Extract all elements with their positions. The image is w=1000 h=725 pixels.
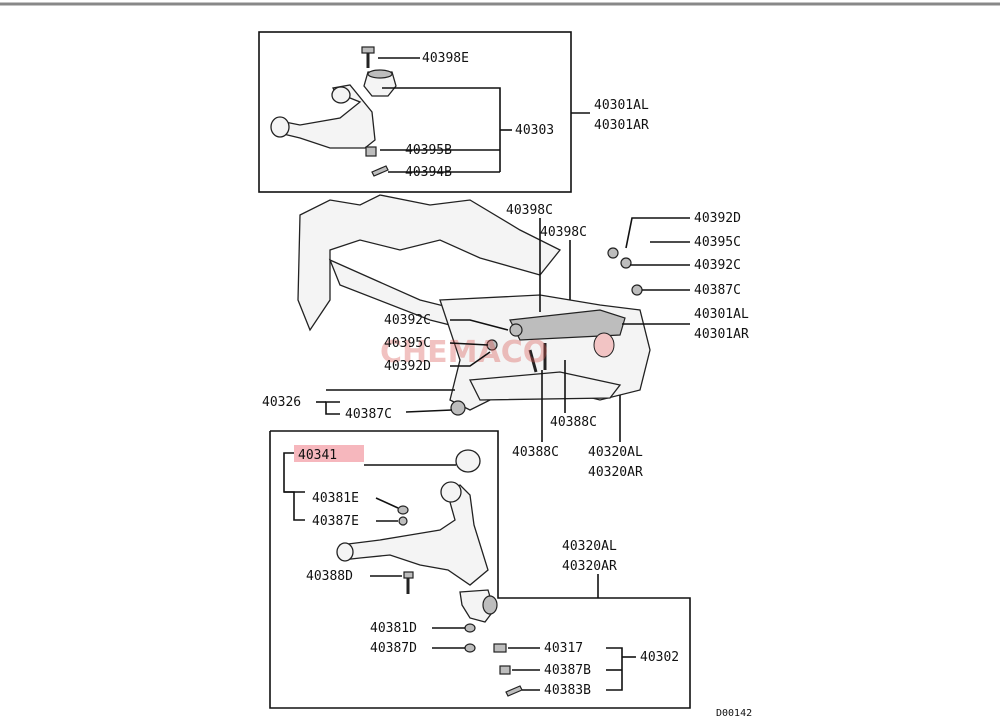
bolt-icon <box>361 46 375 68</box>
assembly-label: 40320AL <box>588 445 643 460</box>
cotter-pin-icon <box>371 165 389 177</box>
subframe-shape <box>297 194 562 332</box>
highlighted-part-label: 40341 <box>298 448 337 463</box>
nut-icon <box>499 665 511 675</box>
part-label: 40387C <box>345 407 392 422</box>
assembly-label: 40301AR <box>694 327 749 342</box>
part-label: 40317 <box>544 641 583 656</box>
part-label: 40388C <box>550 415 597 430</box>
boot-icon <box>493 643 507 653</box>
part-label: 40387E <box>312 514 359 529</box>
part-label: 40395C <box>694 235 741 250</box>
assembly-label: 40320AR <box>562 559 617 574</box>
part-label: 40392D <box>694 211 741 226</box>
nut-icon <box>464 643 476 653</box>
nut-icon <box>398 516 408 526</box>
part-label: 40387B <box>544 663 591 678</box>
part-label: 40398C <box>506 203 553 218</box>
part-label: 40387C <box>694 283 741 298</box>
cotter-pin-icon <box>505 685 523 697</box>
part-label: 40392D <box>384 359 431 374</box>
assembly-label: 40302 <box>640 650 679 665</box>
diagram-id: D00142 <box>716 708 752 719</box>
part-label: 40387D <box>370 641 417 656</box>
part-label: 40395B <box>405 143 452 158</box>
subframe-assembly: CHEMACO 40398C 40398C 40392D 40395C 4039… <box>262 194 749 480</box>
assembly-label: 40301AL <box>694 307 749 322</box>
part-label: 40381D <box>370 621 417 636</box>
assembly-label: 40301AL <box>594 98 649 113</box>
part-label: 40383B <box>544 683 591 698</box>
part-label: 40398E <box>422 51 469 66</box>
upper-box-frame <box>258 31 572 193</box>
lower-box-frame <box>269 430 691 709</box>
lower-arm-shape <box>339 484 489 586</box>
part-label: 40398C <box>540 225 587 240</box>
nut-icon <box>365 146 377 157</box>
bolt-icon <box>403 571 414 594</box>
nut-icon <box>464 623 476 633</box>
part-label: 40392C <box>384 313 431 328</box>
ball-joint-shape <box>363 71 397 97</box>
assembly-label: 40301AR <box>594 118 649 133</box>
part-label: 40388D <box>306 569 353 584</box>
upper-arm-box: 40398E 40303 40395B 40394B 40301AL 40301… <box>258 31 649 193</box>
part-label: 40395C <box>384 336 431 351</box>
lower-arm-box: 40341 <box>269 430 691 709</box>
part-label: 40381E <box>312 491 359 506</box>
part-label: 40388C <box>512 445 559 460</box>
nut-icon <box>397 505 409 515</box>
bushing-shape <box>455 449 481 473</box>
highlight-label-bg <box>294 445 364 462</box>
part-label: 40394B <box>405 165 452 180</box>
upper-arm-installed <box>509 309 626 341</box>
assembly-label: 40320AL <box>562 539 617 554</box>
part-label: 40326 <box>262 395 301 410</box>
upper-arm-shape <box>274 84 376 149</box>
watermark: CHEMACO <box>380 335 548 370</box>
part-label: 40303 <box>515 123 554 138</box>
assembly-label: 40320AR <box>588 465 643 480</box>
part-label: 40392C <box>694 258 741 273</box>
